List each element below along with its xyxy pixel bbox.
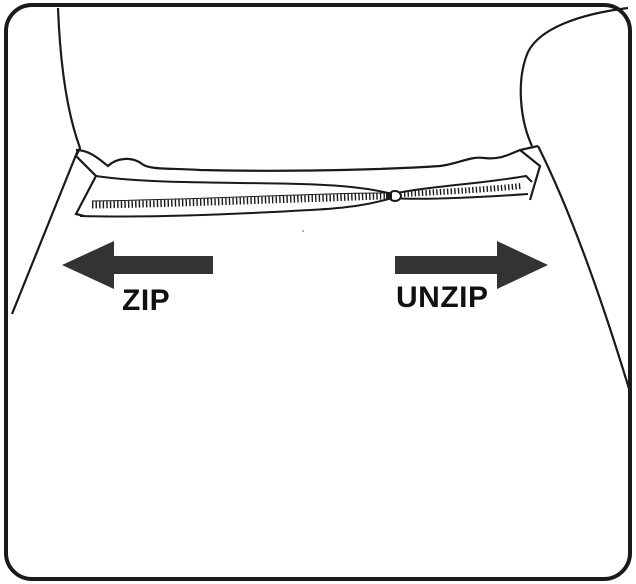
zip-label: ZIP — [122, 284, 170, 318]
unzip-label: UNZIP — [396, 281, 489, 315]
diagram-frame — [6, 5, 630, 579]
fabric-speck — [302, 230, 304, 232]
